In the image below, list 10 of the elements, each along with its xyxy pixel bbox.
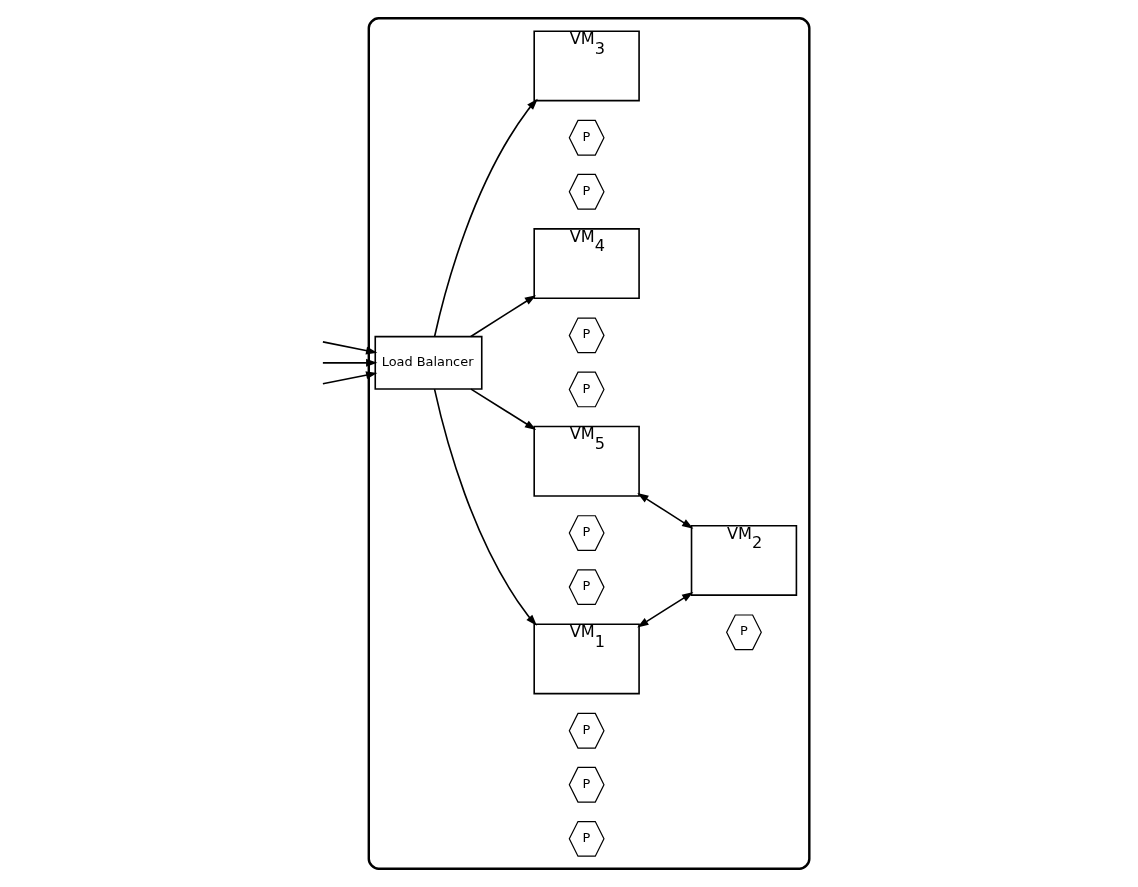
arrow bbox=[322, 371, 378, 385]
arrow bbox=[322, 341, 378, 355]
arrow bbox=[637, 493, 694, 529]
arrow bbox=[433, 388, 537, 626]
node-box: Load Balancer bbox=[374, 335, 483, 390]
arrow bbox=[470, 295, 537, 338]
arrow bbox=[470, 388, 537, 431]
arrow bbox=[433, 98, 538, 338]
arrow bbox=[322, 358, 378, 367]
arrow bbox=[637, 592, 694, 628]
